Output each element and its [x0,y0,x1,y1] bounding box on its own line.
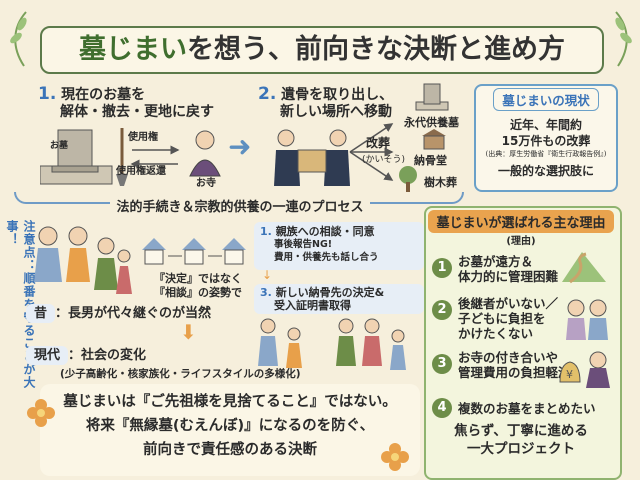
grave-label: お墓 [50,141,69,151]
current-status-box: 墓じまいの現状 近年、年間約 15万件もの改葬 (出典：厚生労働省『衛生行政報告… [474,84,618,192]
current-status-source: (出典：厚生労働省『衛生行政報告例』) [485,150,607,158]
current-status-heading: 墓じまいの現状 [493,88,599,111]
procedure-item1-sub1: 事後報告NG! [274,239,333,250]
flower-icon [381,443,409,471]
now-row: 現代：社会の変化 [26,344,147,365]
now-text: ：社会の変化 [68,348,147,363]
step1-line1: 現在のお墓を [61,87,146,103]
branch-arrows-icon [349,123,394,181]
destination-columbarium: 納骨堂 [414,154,447,167]
reason-1-text: お墓が遠方＆ 体力的に管理困難 [458,254,558,284]
past-label: 昔 [26,304,56,323]
reasons-closing: 焦らず、丁寧に進める 一大プロジェクト [424,422,618,458]
reason-2-line2: 子どもに負担を [458,311,546,326]
family-caption-line2: 『相談』の姿勢で [154,286,242,299]
reason-2-number: 2 [432,300,452,320]
current-status-line2: 15万件もの改葬 [501,134,591,148]
title-rest: を想う、前向きな決断と進め方 [187,34,565,65]
reason-2-line1: 後継者がいない／ [458,296,559,311]
kaiso-reading: (かいそう) [362,155,406,165]
arrow-right-icon: ➜ [228,130,252,163]
reason-2-text: 後継者がいない／ 子どもに負担を かけたくない [458,296,558,341]
return-right-label: 使用権返還 [116,166,166,177]
temple-label: お寺 [196,178,216,189]
carrying-remains-illustration [274,129,350,186]
reasons-heading-wrap: 墓じまいが選ばれる主な理由 [418,210,624,233]
procedure-item3-title1: 新しい納骨先の決定& [275,286,385,299]
arrow-down-icon: ↓ [262,268,273,282]
generations-illustration [258,318,406,370]
reason-3-number: 3 [432,354,452,374]
now-sub: (少子高齢化・核家族化・ライフスタイルの多様化) [60,368,301,380]
procedure-item1-title: 親族への相談・同意 [275,225,375,238]
svg-text:¥: ¥ [566,368,573,381]
reasons-heading: 墓じまいが選ばれる主な理由 [428,210,614,233]
step2-number: 2. [258,84,277,104]
elderly-couple-icon [566,299,608,340]
current-status-line3: 一般的な選択肢に [497,164,594,178]
tree-burial-icon [399,166,417,192]
bottom-message-line2: 将来『無縁墓(むえんぼ)』になるのを防ぐ、 [85,418,375,434]
reason-3-line1: お寺の付き合いや [458,350,559,365]
destination-tree-burial: 樹木葬 [424,176,457,189]
past-text: ：長男が代々継ぐのが当然 [55,306,212,321]
bottom-message: 墓じまいは『ご先祖様を見捨てること』ではない。 将来『無縁墓(むえんぼ)』になる… [50,390,410,462]
procedure-item-3: 3. 新しい納骨先の決定& 受入証明書取得 [254,284,424,314]
arrow-down-orange-icon: ⬇ [180,320,197,344]
family-illustration [34,226,132,294]
title-keyword: 墓じまい [79,34,187,65]
past-row: 昔：長男が代々継ぐのが当然 [26,302,212,323]
family-caption-line1: 『決定』ではなく [154,272,242,285]
procedure-item-1: 1. 親族への相談・同意 事後報告NG! 費用・供養先も話し合う [254,222,424,270]
houses-connected-icon [142,238,246,265]
reasons-closing-line1: 焦らず、丁寧に進める [454,423,588,439]
procedure-item1-sub2: 費用・供養先も話し合う [274,252,379,263]
reason-1-number: 1 [432,258,452,278]
columbarium-icon [422,129,446,150]
eternal-memorial-icon [415,83,449,111]
step1-line2: 解体・撤去・更地に戻す [60,104,214,120]
mountain-path-icon [562,252,606,284]
reason-3-line2: 管理費用の負担軽減 [458,365,571,380]
step1-number: 1. [38,84,57,104]
reasons-closing-line2: 一大プロジェクト [467,441,575,457]
procedure-item1-number: 1. [260,225,272,238]
money-monk-icon: ¥ [559,351,610,388]
bottom-message-box [40,384,420,476]
destination-eternal-memorial: 永代供養墓 [404,116,459,129]
reason-1-line1: お墓が遠方＆ [458,254,534,269]
reasons-card [424,206,622,480]
reason-4-line1: 複数のお墓をまとめたい [458,401,596,416]
now-label: 現代 [26,346,69,365]
reason-1-line2: 体力的に管理困難 [458,269,559,284]
family-caption: 『決定』ではなく 『相談』の姿勢で [148,272,248,300]
page-title: 墓じまいを想う、前向きな決断と進め方 [40,26,604,74]
reason-4-number: 4 [432,398,452,418]
bottom-message-line3: 前向きで責任感のある決断 [143,442,317,458]
procedure-item3-title2: 受入証明書取得 [274,299,351,312]
kaiso-label: 改葬 [366,136,391,150]
bottom-message-line1: 墓じまいは『ご先祖様を見捨てること』ではない。 [63,394,397,410]
reason-3-text: お寺の付き合いや 管理費用の負担軽減 [458,350,571,380]
leaf-decoration-icon [10,11,27,67]
process-label: 法的手続き＆宗教的供養の一連のプロセス [110,196,370,215]
reason-2-line3: かけたくない [458,326,534,341]
step2-line2: 新しい場所へ移動 [280,104,392,120]
procedure-item3-number: 3. [260,286,272,299]
leaf-decoration-icon [615,11,632,67]
step2-heading: 2. 遺骨を取り出し、 新しい場所へ移動 [258,86,393,121]
step1-heading: 1. 現在のお墓を 解体・撤去・更地に戻す [38,86,214,121]
flower-icon [27,399,55,427]
step2-line1: 遺骨を取り出し、 [281,87,394,103]
use-right-label: 使用権 [128,132,158,143]
reasons-sub: (理由) [506,236,536,247]
grave-dismantle-illustration [40,128,221,186]
current-status-line1: 近年、年間約 [509,118,582,132]
